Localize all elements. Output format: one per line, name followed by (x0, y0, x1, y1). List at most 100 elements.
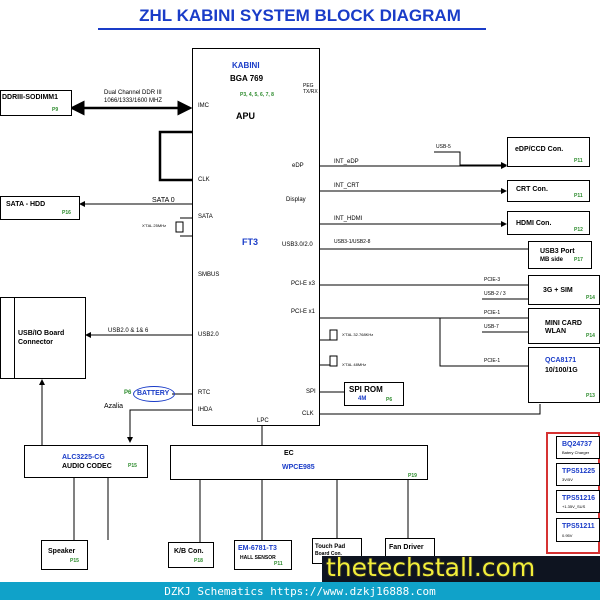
sig-usb23: USB-2 / 3 (484, 291, 506, 297)
ddr-sodimm-label: DDRIII-SODIMM1 (2, 94, 58, 101)
edp-ccd-label: eDP/CCD Con. (515, 146, 564, 153)
hdmi-box (507, 211, 590, 235)
usb3-port-line2: MB side (540, 257, 564, 263)
hdmi-label: HDMI Con. (516, 220, 552, 227)
pin-clk-left: CLK (198, 177, 210, 183)
codec-line1: ALC3225-CG (62, 454, 105, 461)
kb-con-page: P18 (194, 558, 203, 564)
ec-chip: WPCE985 (282, 464, 315, 471)
watermark-text: thetechstall.com (326, 553, 536, 582)
apu-core: FT3 (242, 237, 259, 247)
apu-pages: P3, 4, 5, 6, 7, 8 (240, 92, 274, 98)
pin-pcie-x1: PCI-E x1 (291, 309, 316, 315)
hall-sensor-box (234, 540, 292, 570)
kb-con-label: K/B Con. (174, 548, 204, 555)
apu-peg: PEG (303, 83, 314, 89)
audio-codec-box (24, 445, 148, 478)
spi-rom-page: P6 (386, 397, 393, 403)
pin-spi: SPI (306, 389, 316, 395)
pin-lpc: LPC (257, 418, 269, 424)
power-label-2: TPS51216 (562, 495, 596, 502)
power-desc-1: 3V/5V (562, 477, 573, 482)
power-label-1: TPS51225 (562, 468, 596, 475)
edp-ccd-box (507, 137, 590, 167)
power-desc-2: +1.35V_SUS (562, 504, 586, 509)
lan-page: P13 (586, 393, 595, 399)
apu-peg-txrx: TX/RX (303, 89, 318, 95)
sig-int-hdmi: INT_HDMI (334, 216, 363, 222)
wlan-box (528, 308, 600, 344)
lan-line2: 10/100/1G (545, 367, 578, 374)
sata0-label: SATA 0 (152, 197, 175, 204)
usb3-port-line1: USB3 Port (540, 248, 575, 255)
apu-package: BGA 769 (230, 74, 264, 83)
usb-io-board-tab (0, 297, 14, 379)
lan-line1: QCA8171 (545, 357, 577, 364)
battery-label: BATTERY (137, 390, 170, 397)
pin-sata: SATA (198, 214, 213, 220)
apu-loop-line (158, 130, 192, 182)
usb-io-board-line2: Connector (18, 339, 53, 346)
hall-line2: HALL SENSOR (240, 555, 276, 561)
power-label-0: BQ24737 (562, 441, 592, 448)
crt-label: CRT Con. (516, 186, 548, 193)
footer-text: DZKJ Schematics https://www.dzkj16888.co… (164, 585, 436, 598)
xtal-25-label: X'TAL 25MHz (142, 223, 167, 228)
sig-usb5: USB-5 (436, 144, 451, 150)
speaker-page: P15 (70, 558, 79, 564)
wlan-line1: MINI CARD (545, 320, 582, 327)
diagram-title: ZHL KABINI SYSTEM BLOCK DIAGRAM (139, 6, 461, 25)
pin-pcie-x3: PCI-E x3 (291, 281, 316, 287)
power-label-3: TPS51211 (562, 523, 595, 530)
title-underline (98, 28, 486, 30)
spi-rom-label: SPI ROM (349, 385, 383, 394)
sim-label: 3G + SIM (543, 287, 573, 294)
ec-label: EC (284, 450, 294, 457)
pin-display: Display (286, 197, 306, 203)
ec-box (170, 445, 428, 480)
xtal-32-label: X'TAL 32.768KHz (342, 332, 374, 337)
crt-page: P11 (574, 193, 583, 199)
usb-io-board-box (14, 297, 86, 379)
watermark-background (322, 556, 600, 582)
touchpad-line1: Touch Pad (315, 544, 346, 550)
apu-block (192, 48, 320, 426)
sata-hdd-page: P16 (62, 210, 71, 216)
pin-edp: eDP (292, 163, 304, 169)
codec-page: P15 (128, 463, 137, 469)
speaker-label: Speaker (48, 548, 76, 555)
wlan-page: P14 (586, 333, 595, 339)
sata-hdd-box (0, 196, 80, 220)
battery-oval (133, 386, 175, 402)
wlan-line2: WLAN (545, 328, 566, 335)
usb3-port-box (528, 241, 592, 269)
pin-imc: IMC (198, 103, 209, 109)
ddr-bus-line1: Dual Channel DDR III (104, 90, 162, 96)
spi-rom-box (344, 382, 404, 406)
power-box-3 (556, 518, 600, 542)
pin-usb30: USB3.0/2.0 (282, 242, 313, 248)
pcie-lan-line (439, 318, 528, 367)
pin-clk-right: CLK (302, 411, 314, 417)
ddr-bus-line2: 1066/1333/1600 MHZ (104, 98, 163, 104)
sata-hdd-label: SATA - HDD (6, 201, 46, 208)
sig-int-crt: INT_CRT (334, 183, 360, 189)
sig-pcie3: PCIE-3 (484, 277, 501, 283)
sig-int-edp: INT_eDP (334, 159, 359, 165)
speaker-box (41, 540, 88, 570)
hdmi-page: P12 (574, 227, 583, 233)
xtal-48-label: X'TAL 48MHz (342, 362, 367, 367)
sig-pcie1-wlan: PCIE-1 (484, 310, 501, 316)
power-desc-0: Batery Charger (562, 450, 590, 455)
usb-io-board-line1: USB/IO Board (18, 330, 65, 337)
sig-usb7: USB-7 (484, 324, 499, 330)
usb-ports-label: USB2.0 & 1& 6 (108, 328, 149, 334)
battery-prefix: P6 (124, 390, 132, 396)
codec-line2: AUDIO CODEC (62, 463, 112, 470)
ec-page: P19 (408, 473, 417, 479)
fan-driver-label: Fan Driver (389, 544, 424, 551)
sim-page: P14 (586, 295, 595, 301)
azalia-label: Azalia (104, 403, 124, 410)
pin-ihda: IHDA (198, 407, 213, 413)
ddr-page: P9 (52, 107, 59, 113)
